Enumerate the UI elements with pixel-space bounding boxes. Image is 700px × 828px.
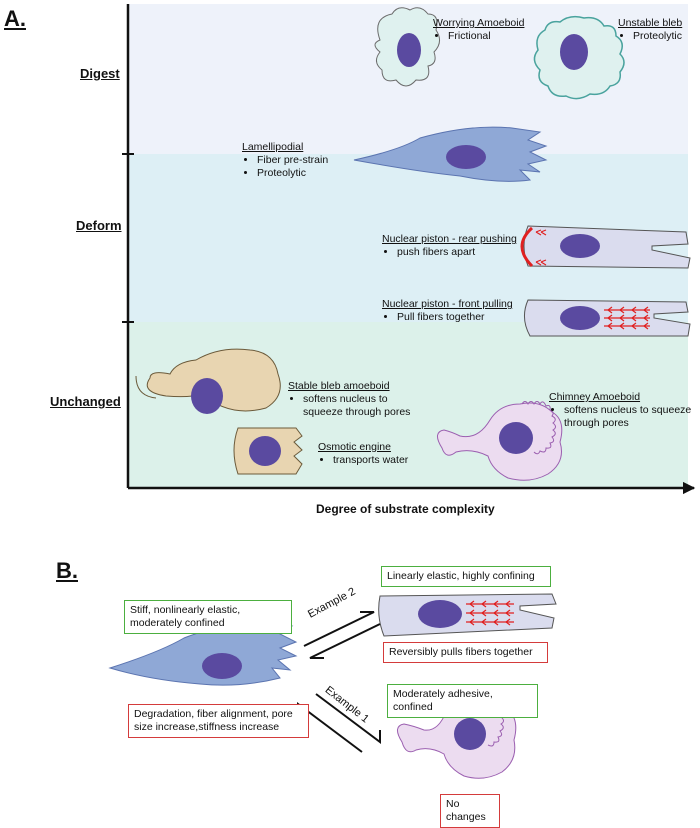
- osmotic-engine-title: Osmotic engine: [318, 441, 391, 453]
- worrying-amoeboid-title: Worrying Amoeboid: [433, 17, 525, 29]
- lamellipodial-cell: [353, 126, 548, 182]
- stable-bleb-label: Stable bleb amoeboid softens nucleus to …: [288, 380, 414, 419]
- moderately-adhesive-box: Moderately adhesive, confined: [387, 684, 538, 718]
- osmotic-engine-cell: [233, 427, 303, 475]
- lamellipodial-label: Lamellipodial Fiber pre-strain Proteolyt…: [242, 141, 328, 180]
- lamellipodial-title: Lamellipodial: [242, 141, 304, 153]
- stable-bleb-title: Stable bleb amoeboid: [288, 380, 390, 392]
- front-pulling-cell: [524, 299, 691, 337]
- row-label-unchanged: Unchanged: [50, 394, 121, 409]
- osmotic-bullet: transports water: [333, 454, 408, 467]
- panel-b-label: B.: [56, 558, 78, 583]
- x-axis-label: Degree of substrate complexity: [316, 502, 495, 516]
- degradation-box: Degradation, fiber alignment, pore size …: [128, 704, 309, 738]
- unstable-bleb-title: Unstable bleb: [618, 17, 683, 29]
- front-pulling-bullet: Pull fibers together: [397, 311, 513, 324]
- chimney-bullet: softens nucleus to squeeze through pores: [564, 404, 699, 430]
- panel-a-label: A.: [4, 6, 26, 31]
- stiff-box: Stiff, nonlinearly elastic, moderately c…: [124, 600, 292, 634]
- osmotic-engine-label: Osmotic engine transports water: [318, 441, 408, 467]
- reversible-box: Reversibly pulls fibers together: [383, 642, 548, 663]
- chimney-amoeboid-title: Chimney Amoeboid: [549, 391, 641, 403]
- chimney-amoeboid-label: Chimney Amoeboid softens nucleus to sque…: [549, 391, 699, 430]
- b-lamellipodial-cell: [108, 621, 298, 686]
- lamellipodial-bullet-1: Fiber pre-strain: [257, 154, 328, 167]
- chimney-amoeboid-cell: [437, 401, 563, 481]
- b-front-pulling-cell: [378, 593, 557, 637]
- rear-pushing-cell: [520, 225, 691, 269]
- lamellipodial-bullet-2: Proteolytic: [257, 167, 328, 180]
- unstable-bleb-label: Unstable bleb Proteolytic: [618, 17, 682, 43]
- stable-bleb-bullet: softens nucleus to squeeze through pores: [303, 393, 414, 419]
- row-label-digest: Digest: [80, 66, 120, 81]
- rear-pushing-bullet: push fibers apart: [397, 246, 517, 259]
- linear-elastic-box: Linearly elastic, highly confining: [381, 566, 551, 587]
- example-2-arrows: [303, 611, 381, 659]
- worrying-bullet: Frictional: [448, 30, 524, 43]
- unstable-bullet: Proteolytic: [633, 30, 682, 43]
- rear-pushing-title: Nuclear piston - rear pushing: [382, 233, 517, 245]
- stable-bleb-cell: [135, 348, 281, 414]
- worrying-amoeboid-label: Worrying Amoeboid Frictional: [433, 17, 524, 43]
- worrying-amoeboid-cell: [374, 7, 440, 87]
- rear-pushing-label: Nuclear piston - rear pushing push fiber…: [382, 233, 517, 259]
- no-changes-box: No changes: [440, 794, 500, 828]
- row-label-deform: Deform: [76, 218, 122, 233]
- unstable-bleb-cell: [533, 15, 625, 100]
- front-pulling-title: Nuclear piston - front pulling: [382, 298, 513, 310]
- front-pulling-label: Nuclear piston - front pulling Pull fibe…: [382, 298, 513, 324]
